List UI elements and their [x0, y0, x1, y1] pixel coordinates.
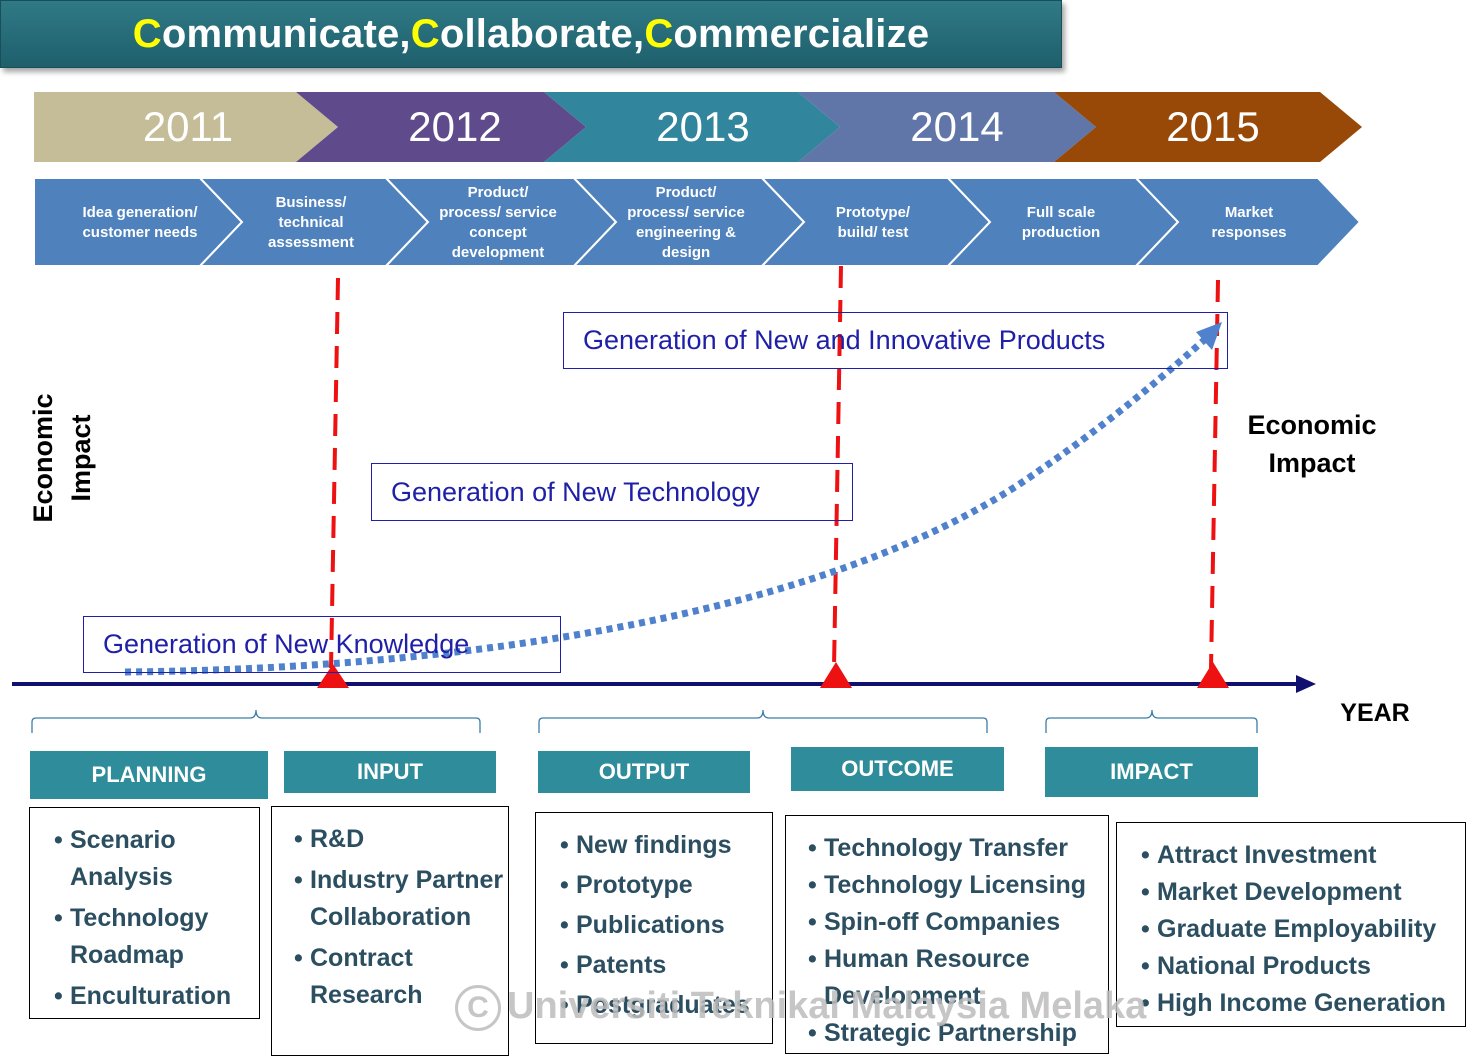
economic-impact-curve: [124, 332, 1213, 676]
generation-knowledge-box: Generation of New Knowledge: [83, 616, 561, 673]
list-item: Contract Research: [294, 940, 508, 1014]
stage-label-idea: Idea generation/customer needs: [82, 204, 198, 241]
list-item: Industry Partner Collaboration: [294, 862, 508, 936]
list-item: Prototype: [560, 865, 772, 905]
title-initial-2: C: [410, 11, 440, 56]
stage-chevron-row: [33, 177, 1362, 267]
year-axis-arrowhead: [1296, 675, 1316, 693]
header-planning: PLANNING: [30, 751, 268, 799]
header-outcome: OUTCOME: [791, 747, 1004, 791]
list-item: Spin-off Companies: [808, 904, 1108, 941]
list-item: Postgraduates: [560, 985, 772, 1025]
curve-arrowhead: [1196, 322, 1222, 350]
bracket-planning-input: [31, 709, 481, 733]
category-brackets: [31, 709, 1258, 733]
title-initial-1: C: [132, 11, 162, 56]
generation-technology-box: Generation of New Technology: [371, 463, 853, 521]
milestone-dashed-lines: [329, 265, 1220, 669]
list-item: High Income Generation: [1141, 985, 1465, 1022]
list-item: Publications: [560, 905, 772, 945]
stage-chevron-7: [1133, 177, 1362, 267]
year-chevron-row: [34, 92, 1362, 162]
year-label-2012: 2012: [408, 103, 502, 150]
list-item: Graduate Employability: [1141, 911, 1465, 948]
year-label-2013: 2013: [656, 103, 750, 150]
milestone-marker-2014: [820, 662, 852, 688]
copyright-icon: C: [455, 985, 501, 1031]
impact-list: Attract Investment Market Development Gr…: [1116, 822, 1466, 1027]
list-item: Human Resource Development: [808, 941, 1034, 1015]
header-input: INPUT: [284, 751, 496, 793]
list-item: National Products: [1141, 948, 1465, 985]
year-label-2014: 2014: [910, 103, 1004, 150]
milestone-marker-2015: [1197, 662, 1229, 688]
year-axis: [12, 675, 1316, 693]
list-item: New findings: [560, 825, 772, 865]
year-chevron-2011: [34, 92, 338, 162]
milestone-marker-2012: [317, 664, 349, 688]
bracket-impact: [1045, 709, 1258, 733]
header-output: OUTPUT: [538, 751, 750, 793]
watermark-text: Universiti Teknikal Malaysia Melaka: [507, 985, 1147, 1028]
list-item: Technology Licensing: [808, 867, 1108, 904]
output-list: New findings Prototype Publications Pate…: [535, 812, 773, 1044]
list-item: Strategic Partnership: [808, 1015, 1108, 1052]
bracket-output-outcome: [538, 709, 988, 733]
year-axis-label: YEAR: [1340, 699, 1410, 727]
title-initial-3: C: [644, 11, 674, 56]
year-chevron-2015: [1054, 92, 1362, 162]
year-chevron-2014: [798, 92, 1096, 162]
title-part-3: ommercialize: [673, 11, 930, 56]
header-impact: IMPACT: [1045, 747, 1258, 797]
list-item: Technology Roadmap: [54, 900, 259, 974]
milestone-line-2015: [1209, 279, 1220, 669]
title-part-1: ommunicate,: [161, 11, 411, 56]
list-item: R&D: [294, 821, 508, 858]
generation-products-box: Generation of New and Innovative Product…: [563, 312, 1228, 369]
year-chevron-2012: [296, 92, 586, 162]
year-chevron-2013: [544, 92, 840, 162]
planning-list: Scenario Analysis Technology Roadmap Enc…: [29, 807, 260, 1019]
year-label-2015: 2015: [1166, 103, 1260, 150]
list-item: Market Development: [1141, 874, 1465, 911]
milestone-line-2012: [329, 277, 340, 669]
outcome-list: Technology Transfer Technology Licensing…: [785, 815, 1109, 1054]
list-item: Enculturation: [54, 978, 259, 1015]
list-item: Scenario Analysis: [54, 822, 259, 896]
list-item: Technology Transfer: [808, 830, 1108, 867]
list-item: Attract Investment: [1141, 837, 1465, 874]
year-label-2011: 2011: [142, 103, 234, 150]
stage-label-prototype: Prototype/build/ test: [835, 204, 911, 241]
title-part-2: ollaborate,: [439, 11, 645, 56]
list-item: Patents: [560, 945, 772, 985]
